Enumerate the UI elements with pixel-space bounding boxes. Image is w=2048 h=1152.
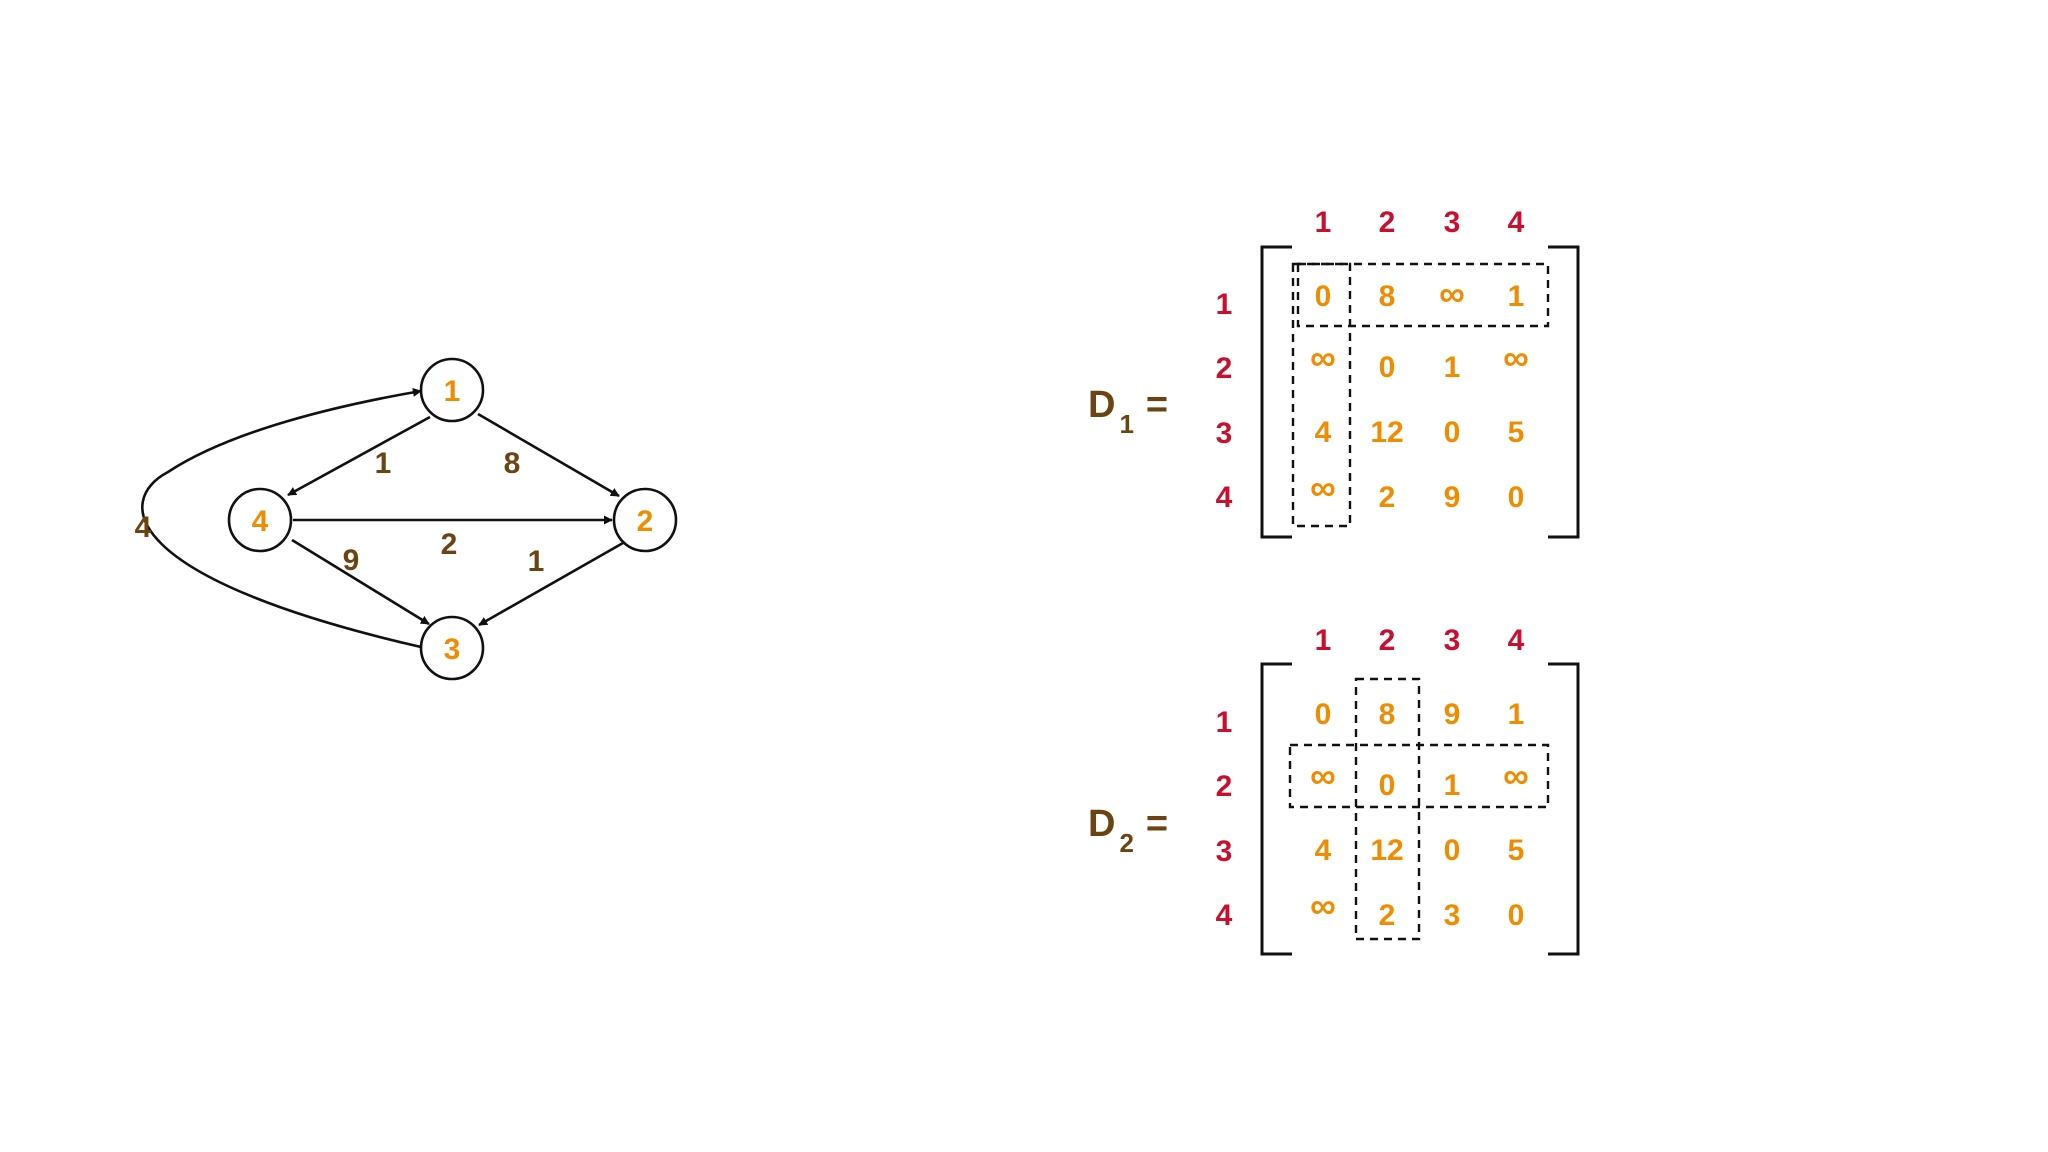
edge-4-3 <box>291 538 430 626</box>
matrix-d2-cell: 9 <box>1444 698 1461 731</box>
matrix-d1-cell: 4 <box>1315 416 1332 449</box>
node-1: 1 <box>419 357 485 423</box>
matrix-d2-cell: 0 <box>1444 834 1461 867</box>
matrix-d1-col-header: 2 <box>1379 206 1396 239</box>
edge-1-2 <box>477 412 620 498</box>
matrix-d2-cell: 0 <box>1508 899 1525 932</box>
matrix-d1-cell: 5 <box>1508 416 1525 449</box>
node-2: 2 <box>612 487 678 553</box>
matrix-d2-col-header: 2 <box>1379 624 1396 657</box>
edge-weight-1-2: 8 <box>504 447 521 480</box>
edge-3-1 <box>141 387 422 649</box>
matrix-d2-highlight-col <box>1354 677 1421 941</box>
matrix-d1-cell: 1 <box>1444 351 1461 384</box>
matrix-d1-cell: 0 <box>1508 481 1525 514</box>
matrix-d1-cell: 0 <box>1379 351 1396 384</box>
matrix-d2-cell: ∞ <box>1503 755 1529 796</box>
matrix-d1-left-bracket <box>1260 245 1292 539</box>
matrix-d1-highlight-col <box>1291 262 1352 528</box>
matrix-d1-cell: ∞ <box>1503 337 1529 378</box>
matrix-d1-row-header: 2 <box>1216 352 1233 385</box>
matrix-d1-cell: 8 <box>1379 280 1396 313</box>
matrix-d2-col-header: 1 <box>1315 624 1332 657</box>
matrix-d2-col-header: 3 <box>1444 624 1461 657</box>
matrix-d2-row-header: 1 <box>1216 706 1233 739</box>
matrix-d1-right-bracket <box>1548 245 1580 539</box>
matrix-d2-cell: 0 <box>1379 769 1396 802</box>
matrix-d1-cell: 9 <box>1444 481 1461 514</box>
edge-1-4 <box>287 415 431 497</box>
matrix-d2-equals: = <box>1146 803 1168 845</box>
matrix-d2-col-header: 4 <box>1508 624 1525 657</box>
matrix-d1-col-header: 3 <box>1444 206 1461 239</box>
matrix-d2-cell: 4 <box>1315 834 1332 867</box>
matrix-d1-col-header: 4 <box>1508 206 1525 239</box>
matrix-d2-cell: ∞ <box>1310 755 1336 796</box>
matrix-d1-cell: 2 <box>1379 481 1396 514</box>
edge-2-3 <box>478 541 624 627</box>
edge-weight-2-3: 1 <box>528 545 545 578</box>
matrix-d2-right-bracket <box>1548 662 1580 956</box>
matrix-d1-cell: ∞ <box>1439 273 1465 314</box>
matrix-d1-row-header: 3 <box>1216 417 1233 450</box>
matrix-d2-cell: 2 <box>1379 899 1396 932</box>
graph: 8 1 2 9 1 4 1 2 3 4 <box>135 357 678 681</box>
edge-weight-3-1: 4 <box>135 511 152 544</box>
node-4: 4 <box>227 487 293 553</box>
node-3: 3 <box>419 615 485 681</box>
matrix-d2-cell: 0 <box>1315 698 1332 731</box>
matrix-d2-cell: 3 <box>1444 899 1461 932</box>
matrix-d2-cell: 5 <box>1508 834 1525 867</box>
matrix-d1-cell: 0 <box>1444 416 1461 449</box>
edge-weight-4-2: 2 <box>441 528 458 561</box>
matrix-d2-left-bracket <box>1260 662 1292 956</box>
matrix-d2-row-header: 4 <box>1216 899 1233 932</box>
matrix-d2-cell: 8 <box>1379 698 1396 731</box>
matrix-d2-cell: 12 <box>1370 834 1403 867</box>
matrix-d2-cell: ∞ <box>1310 885 1336 926</box>
matrix-d2-row-header: 2 <box>1216 770 1233 803</box>
matrix-d1-row-header: 1 <box>1216 288 1233 321</box>
matrix-d1-row-header: 4 <box>1216 481 1233 514</box>
matrix-d1-cell: 0 <box>1315 280 1332 313</box>
edge-weight-1-4: 1 <box>375 447 392 480</box>
matrix-d1-col-header: 1 <box>1315 206 1332 239</box>
matrix-d1-cell: 1 <box>1508 280 1525 313</box>
matrix-d1-equals: = <box>1146 384 1168 426</box>
matrix-d1-cell: 12 <box>1370 416 1403 449</box>
node-2-label: 2 <box>637 505 654 538</box>
matrix-d1-subscript: 1 <box>1119 409 1133 439</box>
matrix-d1-cell: ∞ <box>1310 337 1336 378</box>
matrix-d2-cell: 1 <box>1508 698 1525 731</box>
matrix-d2-row-header: 3 <box>1216 835 1233 868</box>
matrix-d1-highlight-row <box>1296 262 1550 328</box>
node-1-label: 1 <box>444 375 461 408</box>
matrix-d2-cell: 1 <box>1444 769 1461 802</box>
node-4-label: 4 <box>252 505 269 538</box>
matrix-d1-cell: ∞ <box>1310 467 1336 508</box>
node-3-label: 3 <box>444 633 461 666</box>
edge-weight-4-3: 9 <box>343 544 360 577</box>
matrix-d2-subscript: 2 <box>1119 828 1133 858</box>
